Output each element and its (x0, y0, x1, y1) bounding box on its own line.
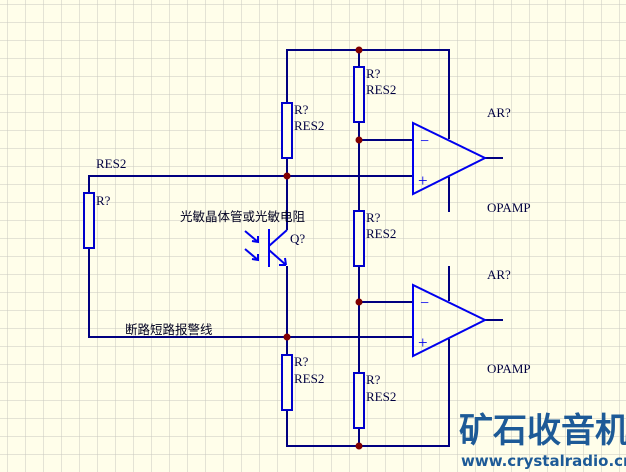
resistors (83, 66, 365, 429)
resistor-top-left-ref: R? (294, 102, 309, 117)
resistor-top-mid-ref: R? (366, 66, 381, 81)
opamp2-plus: + (418, 333, 428, 352)
watermark-url: www.crystalradio.cn (461, 452, 626, 470)
resistor-mid[interactable] (353, 210, 365, 267)
resistor-top-mid-value: RES2 (366, 82, 396, 97)
opamp1-plus: + (418, 171, 428, 190)
resistor-left-ref: R? (96, 193, 111, 208)
resistor-top-left[interactable] (281, 102, 293, 159)
opamp2-ref: AR? (487, 267, 511, 282)
opamp2-minus: − (420, 295, 429, 312)
resistor-bottom-left[interactable] (281, 354, 293, 411)
opamp1-ref: AR? (487, 105, 511, 120)
phototransistor-note: 光敏晶体管或光敏电阻 (180, 209, 306, 224)
opamp1-value: OPAMP (487, 200, 531, 215)
alarm-line-label: 断路短路报警线 (125, 322, 213, 337)
resistor-bottom-mid-ref: R? (366, 372, 381, 387)
resistor-bottom-mid-value: RES2 (366, 389, 396, 404)
light-arrows-icon (244, 230, 259, 262)
resistor-mid-value: RES2 (366, 226, 396, 241)
resistor-bottom-left-ref: R? (294, 354, 309, 369)
resistor-mid-ref: R? (366, 210, 381, 225)
opamp-1[interactable] (412, 121, 488, 196)
resistor-top-left-value: RES2 (294, 118, 324, 133)
resistor-left[interactable] (83, 192, 95, 249)
resistor-top-mid[interactable] (353, 66, 365, 123)
opamp-2[interactable] (412, 283, 488, 358)
opamp1-minus: − (420, 133, 429, 150)
resistor-bottom-mid[interactable] (353, 372, 365, 429)
opamp2-value: OPAMP (487, 361, 531, 376)
watermark-title: 矿石收音机 (459, 411, 626, 451)
net-label-res2: RES2 (96, 156, 126, 171)
resistor-bottom-left-value: RES2 (294, 371, 324, 386)
phototransistor[interactable] (244, 229, 288, 267)
junctions (283, 46, 363, 450)
transistor-ref: Q? (290, 231, 305, 246)
